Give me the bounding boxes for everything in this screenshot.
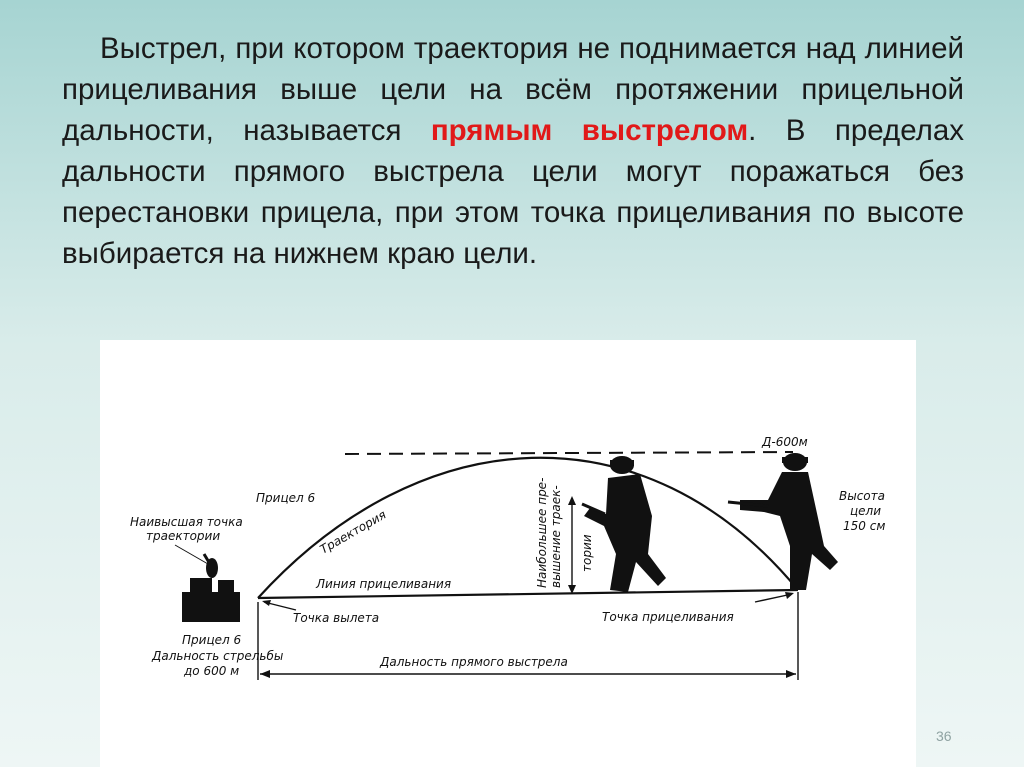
label-highest-point-l2: траектории: [146, 529, 220, 543]
label-max-excess-l2: вышение трaек-: [549, 485, 563, 588]
label-direct-shot-range: Дальность прямого выстрела: [379, 655, 568, 669]
label-sight-bottom: Прицел 6: [182, 633, 241, 647]
label-aiming-point: Точка прицеливания: [602, 610, 734, 624]
shooter-icon: [182, 553, 240, 622]
target-height-dashed-line: [344, 451, 794, 455]
max-excess-arrow-bottom: [568, 585, 576, 594]
label-departure-point: Точка вылета: [293, 611, 379, 625]
max-excess-arrow-top: [568, 496, 576, 505]
label-target-height-l2: цели: [850, 504, 881, 518]
paragraph-text-after: . В пределах дальности прямого выстрела …: [62, 114, 964, 270]
label-sight-top: Прицел 6: [256, 491, 315, 505]
label-max-excess-l1: Наибольшее пре-: [535, 478, 549, 588]
label-line-of-sight: Линия прицеливания: [315, 577, 451, 591]
paragraph-text-before: Выстрел, при котором траектория не подни…: [62, 32, 964, 147]
description-paragraph: Выстрел, при котором траектория не подни…: [62, 28, 964, 274]
departure-arrow-head: [262, 600, 271, 606]
soldier-icon-right: [727, 453, 838, 590]
soldier-icon-middle: [581, 456, 666, 592]
trajectory-curve: [257, 456, 799, 599]
highest-point-pointer: [174, 544, 209, 565]
range-arrow-head-left: [260, 670, 270, 678]
highlighted-term: прямым выстрелом: [430, 114, 749, 147]
range-arrow-head-right: [786, 670, 796, 678]
label-max-excess-l3: тории: [580, 534, 594, 572]
page-number: 36: [936, 728, 952, 744]
direct-shot-diagram: Наивысшая точка траектории Прицел 6 Трае…: [100, 340, 916, 767]
label-target-height-l1: Высота: [839, 489, 885, 503]
label-range-l2: до 600 м: [183, 664, 239, 678]
label-range-l1: Дальность стрельбы: [151, 649, 283, 663]
label-target-height-l3: 150 см: [843, 519, 885, 533]
line-of-sight: [257, 588, 799, 600]
aiming-arrow: [754, 593, 793, 603]
label-highest-point-l1: Наивысшая точка: [130, 515, 243, 529]
label-distance: Д-600м: [761, 435, 808, 449]
label-trajectory: Траектория: [318, 508, 389, 557]
aiming-arrow-head: [785, 592, 794, 599]
